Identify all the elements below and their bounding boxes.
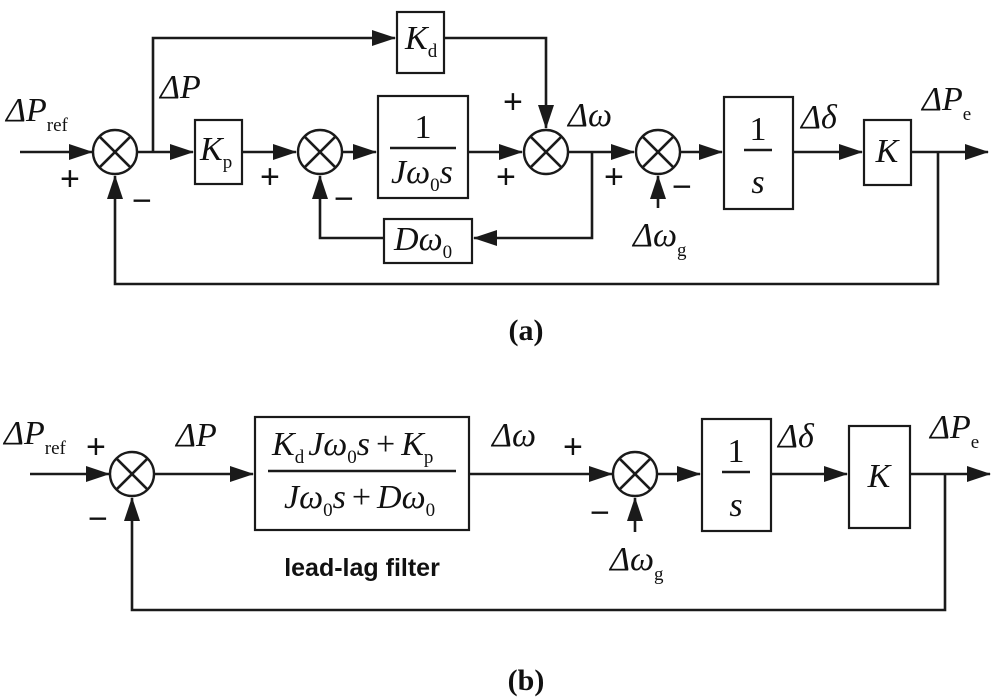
line-damping-to-sum2	[312, 175, 384, 240]
minus-sign-sum1-a: −	[132, 182, 152, 220]
summing-junction-1-b	[108, 450, 156, 498]
summing-junction-4-a	[634, 128, 682, 176]
delta-p-label-a: ΔP	[158, 69, 201, 106]
delta-omega-g-label-b: Δωg	[608, 541, 664, 585]
integrator-denominator-a: s	[751, 164, 764, 201]
caption-a: (a)	[509, 314, 544, 347]
k-block-b: K	[847, 424, 912, 530]
k-text-a: K	[875, 133, 901, 170]
delta-p-ref-label-b: ΔPref	[2, 415, 67, 459]
delta-omega-label-a: Δω	[566, 97, 612, 134]
plus-sign-sum2-b: +	[563, 428, 583, 466]
integrator-denominator-b: s	[729, 487, 742, 524]
damping-block: Dω0	[382, 217, 474, 265]
delta-omega-label-b: Δω	[490, 417, 536, 454]
integrator-numerator-a: 1	[750, 111, 767, 148]
delta-delta-label-a: Δδ	[799, 99, 838, 136]
k-block-a: K	[862, 118, 913, 187]
delta-pe-label-b: ΔPe	[928, 409, 979, 453]
diagram-a: ΔPref + − ΔP Kd Kp	[4, 10, 989, 347]
inertia-block: 1 Jω0s	[376, 94, 470, 200]
integrator-numerator-b: 1	[728, 433, 745, 470]
outer-feedback-loop-b	[124, 474, 947, 612]
inertia-numerator: 1	[415, 109, 432, 146]
minus-sign-sum1-b: −	[88, 500, 108, 538]
inertia-denominator: Jω0s	[391, 154, 453, 196]
plus-sign-sum1-a: +	[60, 160, 80, 198]
plus-sign-sum2-a: +	[260, 158, 280, 196]
delta-pe-label-a: ΔPe	[920, 81, 971, 125]
minus-sign-sum4-a: −	[672, 168, 692, 206]
delta-delta-label-b: Δδ	[776, 418, 815, 455]
delta-omega-g-label-a: Δωg	[631, 217, 687, 261]
damping-text: Dω0	[393, 221, 452, 263]
summing-junction-3-a	[522, 128, 570, 176]
plus-sign-sum4-a: +	[604, 158, 624, 196]
plus-sign-sum3-top-a: +	[503, 83, 523, 121]
k-text-b: K	[867, 458, 893, 495]
delta-p-ref-label-a: ΔPref	[4, 92, 69, 136]
line-to-damping	[473, 152, 594, 246]
minus-sign-sum2-b: −	[590, 494, 610, 532]
kd-text: Kd	[404, 20, 438, 62]
filter-denominator: Jω0s+Dω0	[284, 479, 435, 521]
caption-b: (b)	[508, 664, 545, 697]
plus-sign-sum1-b: +	[86, 428, 106, 466]
integrator-block-a: 1 s	[722, 95, 795, 211]
line-kd-to-sum3	[444, 36, 554, 129]
outer-feedback-loop-a	[107, 152, 940, 286]
integrator-block-b: 1 s	[700, 417, 773, 533]
lead-lag-filter-label: lead-lag filter	[284, 554, 440, 582]
plus-sign-sum3-left-a: +	[496, 158, 516, 196]
delta-p-label-b: ΔP	[174, 417, 217, 454]
summing-junction-2-a	[296, 128, 344, 176]
kp-block: Kp	[193, 118, 244, 186]
summing-junction-2-b	[611, 450, 659, 498]
minus-sign-sum2-a: −	[334, 180, 354, 218]
kd-block: Kd	[395, 10, 446, 75]
kp-text: Kp	[199, 131, 232, 173]
line-to-kd	[151, 30, 396, 152]
summing-junction-1-a	[91, 128, 139, 176]
